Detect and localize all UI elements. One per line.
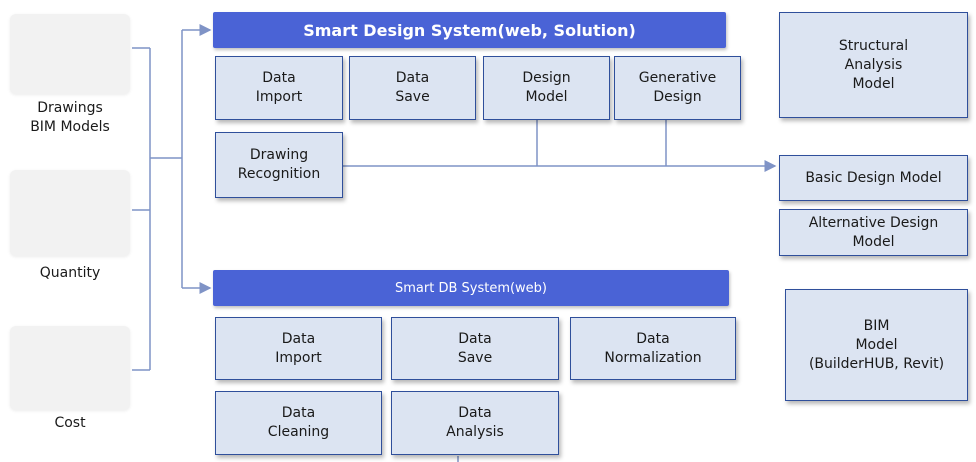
- source-bracket: [132, 30, 183, 371]
- design-module-generative-design: Generative Design: [614, 56, 741, 120]
- db-module-data-normalization: Data Normalization: [570, 317, 736, 380]
- db-system-banner: Smart DB System(web): [213, 270, 729, 306]
- db-module-data-save: Data Save: [391, 317, 559, 380]
- output-basic-design-model: Basic Design Model: [779, 155, 968, 201]
- design-output-lines: [536, 120, 667, 166]
- source-label-drawings: Drawings BIM Models: [30, 100, 110, 135]
- db-module-data-analysis: Data Analysis: [391, 391, 559, 455]
- quantity-image-placeholder: [10, 170, 130, 256]
- cost-image-placeholder: [10, 326, 130, 410]
- db-module-data-import: Data Import: [215, 317, 382, 380]
- design-system-banner: Smart Design System(web, Solution): [213, 12, 726, 48]
- design-module-data-save: Data Save: [349, 56, 476, 120]
- drawings-image-placeholder: [10, 14, 130, 94]
- db-module-data-cleaning: Data Cleaning: [215, 391, 382, 455]
- design-module-drawing-recognition: Drawing Recognition: [215, 132, 343, 198]
- source-label-cost: Cost: [54, 415, 86, 431]
- output-structural-analysis-model: Structural Analysis Model: [779, 12, 968, 118]
- design-module-design-model: Design Model: [483, 56, 610, 120]
- output-bim-model: BIM Model (BuilderHUB, Revit): [785, 289, 968, 401]
- source-label-quantity: Quantity: [39, 265, 101, 281]
- output-alternative-design-model: Alternative Design Model: [779, 209, 968, 256]
- design-module-data-import: Data Import: [215, 56, 343, 120]
